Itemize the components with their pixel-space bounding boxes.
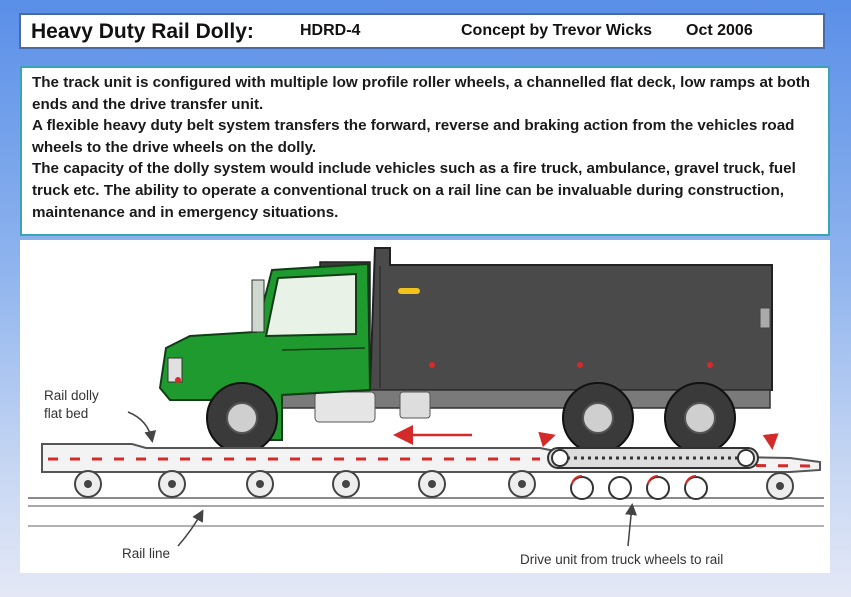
- drive-belt-unit: [538, 431, 779, 469]
- description-paragraph: The track unit is configured with multip…: [32, 74, 811, 113]
- title-bar: Heavy Duty Rail Dolly: HDRD-4 Concept by…: [19, 13, 825, 49]
- illustration-svg: Rail dolly flat bed Rail line Drive unit…: [28, 247, 824, 567]
- dolly-roller-wheels: [74, 470, 794, 500]
- page-title: Heavy Duty Rail Dolly:: [31, 20, 254, 43]
- description-paragraph: The capacity of the dolly system would i…: [32, 160, 796, 221]
- truck-front-wheel: [206, 382, 278, 454]
- pointer-drive-unit: [625, 503, 638, 547]
- rail-line: [28, 497, 824, 527]
- model-code: HDRD-4: [300, 22, 361, 39]
- concept-credit: Concept by Trevor Wicks: [461, 22, 653, 39]
- dump-body: [319, 247, 773, 391]
- description-paragraph: A flexible heavy duty belt system transf…: [32, 117, 795, 156]
- truck-rear-wheel: [562, 382, 634, 454]
- concept-date: Oct 2006: [686, 22, 753, 39]
- label-flat-bed: flat bed: [44, 406, 88, 421]
- truck-rear-wheel: [664, 382, 736, 454]
- truck-cab: [158, 262, 372, 441]
- pointer-rail-line: [177, 509, 204, 547]
- pointer-flat-bed: [127, 411, 157, 443]
- label-rail-line: Rail line: [122, 546, 170, 561]
- rail-dolly-illustration: Rail dolly flat bed Rail line Drive unit…: [20, 240, 830, 573]
- label-flat-bed: Rail dolly: [44, 388, 99, 403]
- description-panel: The track unit is configured with multip…: [20, 66, 830, 236]
- label-drive-unit: Drive unit from truck wheels to rail: [520, 552, 723, 567]
- drive-wheels: [570, 474, 708, 500]
